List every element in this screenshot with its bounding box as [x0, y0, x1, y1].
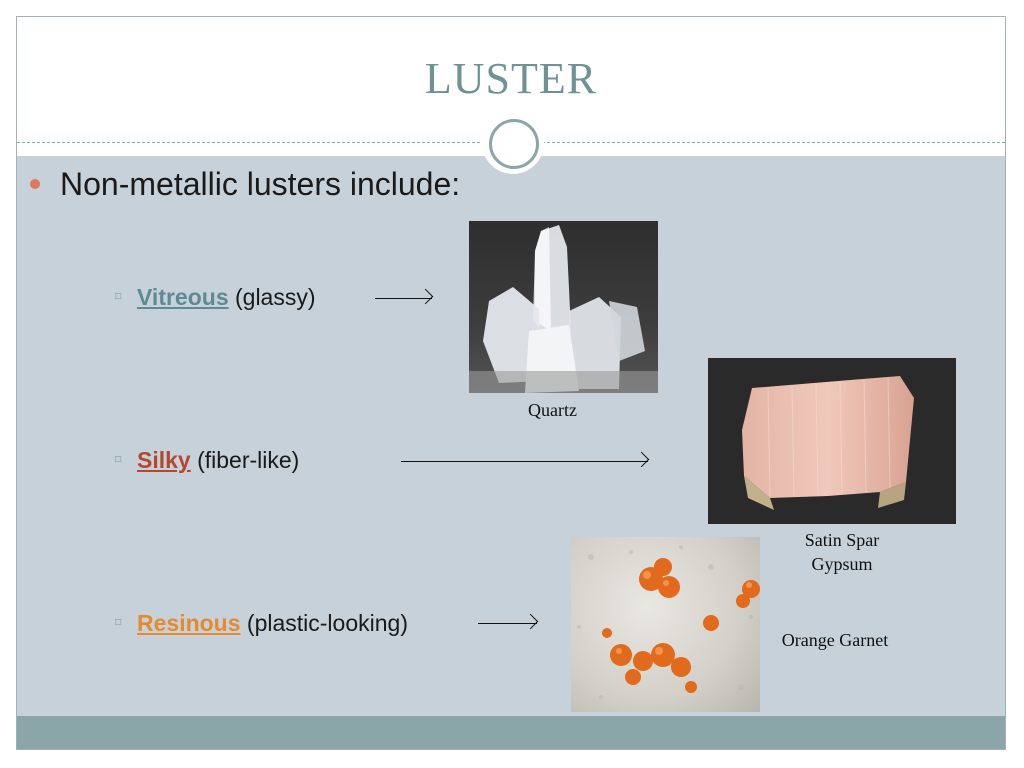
bullet-dot-icon [30, 179, 40, 189]
caption-gypsum-line1: Satin Spar [804, 530, 880, 550]
keyword-silky: Silky [137, 447, 191, 473]
satin-spar-gypsum-image [708, 358, 956, 524]
keyword-resinous: Resinous [137, 610, 241, 636]
list-item-resinous: ⌑ Resinous (plastic-looking) [115, 610, 408, 637]
arrow-icon [478, 613, 539, 630]
caption-quartz: Quartz [528, 400, 577, 420]
caption-gypsum: Satin Spar Gypsum [787, 528, 897, 576]
caption-garnet: Orange Garnet [781, 630, 889, 650]
list-item-silky: ⌑ Silky (fiber-like) [115, 447, 300, 474]
arrow-icon [401, 451, 650, 468]
circle-ornament-icon [482, 112, 544, 174]
description-resinous: (plastic-looking) [240, 610, 408, 636]
main-bullet-text: Non-metallic lusters include: [60, 166, 461, 202]
sub-bullet-icon: ⌑ [115, 452, 122, 467]
slide-title: LUSTER [424, 54, 598, 103]
footer-band [17, 716, 1005, 749]
list-item-vitreous: ⌑ Vitreous (glassy) [115, 284, 316, 311]
description-vitreous: (glassy) [228, 284, 316, 310]
description-silky: (fiber-like) [190, 447, 300, 473]
sub-bullet-icon: ⌑ [115, 615, 122, 630]
orange-garnet-image [571, 537, 760, 712]
sub-bullet-icon: ⌑ [115, 289, 122, 304]
arrow-icon [375, 288, 434, 305]
caption-gypsum-line2: Gypsum [811, 554, 873, 574]
keyword-vitreous: Vitreous [137, 284, 229, 310]
quartz-image [469, 221, 658, 393]
